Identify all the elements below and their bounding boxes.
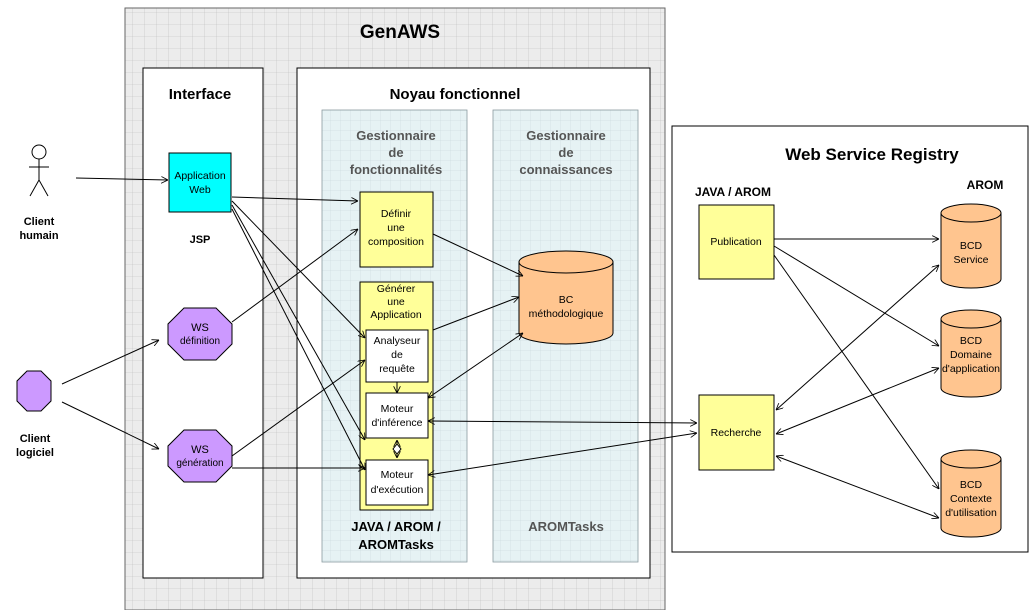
analyseur-line1: Analyseur (374, 335, 421, 347)
registry-java-arom: JAVA / AROM (695, 185, 771, 199)
link-diamond-icon (392, 443, 402, 455)
interface-title: Interface (169, 86, 232, 103)
bcd-contexte-line3: d'utilisation (945, 507, 997, 519)
generer-line1: Générer (377, 283, 416, 295)
appweb-to-analyseur-arrow (231, 200, 365, 338)
ws-generation-line2: génération (176, 458, 223, 469)
gest-fonc-line1: Gestionnaire (356, 128, 435, 143)
recherche-label: Recherche (711, 427, 762, 439)
bc-line1: BC (559, 294, 574, 306)
logiciel-to-wsgen-arrow (61, 401, 159, 449)
wsgen-to-analyseur-arrow (231, 360, 365, 457)
registry-title: Web Service Registry (785, 145, 959, 164)
genaws-title: GenAWS (360, 22, 440, 43)
registry-arom: AROM (967, 178, 1004, 192)
bcd-contexte-line2: Contexte (950, 493, 992, 505)
moteur-execution-box (365, 459, 429, 506)
app-web-line1: Application (174, 170, 226, 182)
definir-line2: une (387, 222, 405, 234)
generer-line3: Application (370, 309, 422, 321)
moteur-inf-line1: Moteur (381, 403, 414, 415)
gest-fonc-line2: de (388, 145, 403, 160)
inference-bc-link (428, 333, 523, 398)
noyau-title: Noyau fonctionnel (390, 86, 521, 103)
gest-conn-line3: connaissances (519, 162, 612, 177)
bcd-contexte-line1: BCD (960, 479, 983, 491)
tech-fonc-line1: JAVA / AROM / (351, 519, 441, 534)
ws-generation-octagon (167, 429, 233, 483)
tech-fonc-line2: AROMTasks (358, 537, 434, 552)
client-logiciel-line2: logiciel (16, 447, 54, 459)
execution-recherche-link (428, 433, 697, 475)
bcd-domaine-line1: BCD (960, 335, 983, 347)
recherche-contexte-link (776, 456, 939, 518)
bcd-domaine-cylinder (940, 309, 1002, 398)
definir-line3: composition (368, 236, 424, 248)
ws-definition-line2: définition (180, 336, 220, 347)
bcd-domaine-line2: Domaine (950, 349, 992, 361)
inference-recherche-link (428, 421, 697, 423)
appweb-to-execution-arrow (231, 208, 366, 470)
client-humain-line2: humain (19, 230, 58, 242)
definir-line1: Définir (381, 208, 412, 220)
moteur-inference-box (365, 392, 429, 439)
bc-methodologique-cylinder (518, 250, 614, 345)
recherche-domaine-link (776, 368, 939, 434)
humain-to-appweb-arrow (75, 178, 168, 180)
bc-line2: méthodologique (529, 308, 604, 320)
gest-fonc-line3: fonctionnalités (350, 162, 442, 177)
gest-conn-line1: Gestionnaire (526, 128, 605, 143)
generer-line2: une (387, 296, 405, 308)
bcd-contexte-cylinder (940, 449, 1002, 538)
bcd-service-line1: BCD (960, 240, 983, 252)
analyseur-requete-box (365, 329, 429, 383)
client-logiciel-octagon-icon (16, 370, 52, 412)
bcd-domaine-line3: d'application (942, 363, 1000, 375)
gest-conn-line2: de (558, 145, 573, 160)
analyseur-line3: requête (379, 363, 415, 375)
client-humain-line1: Client (24, 216, 55, 228)
client-logiciel-line1: Client (20, 433, 51, 445)
definir-composition-box (359, 191, 434, 268)
tech-conn: AROMTasks (528, 519, 604, 534)
logiciel-to-wsdef-arrow (61, 340, 159, 385)
stick-figure-icon (29, 144, 49, 197)
connectors (61, 178, 939, 518)
jsp-label: JSP (190, 234, 211, 246)
moteur-inf-line2: d'inférence (371, 417, 422, 429)
moteur-exec-line1: Moteur (381, 469, 414, 481)
ws-definition-line1: WS (191, 322, 209, 334)
bcd-service-line2: Service (953, 254, 988, 266)
wsdef-to-definir-arrow (231, 229, 358, 323)
appweb-to-definir-arrow (231, 196, 358, 201)
bcd-service-cylinder (940, 203, 1002, 289)
generer-to-bc-arrow (432, 297, 519, 331)
analyseur-line2: de (391, 349, 403, 361)
ws-generation-line1: WS (191, 444, 209, 456)
appweb-to-inference-arrow (231, 204, 365, 440)
definir-to-bc-arrow (432, 233, 523, 276)
publication-box (698, 204, 775, 280)
ws-definition-octagon (167, 307, 233, 361)
application-web-box (168, 152, 232, 213)
moteur-exec-line2: d'exécution (371, 484, 424, 496)
recherche-box (698, 394, 775, 471)
publication-label: Publication (710, 236, 762, 248)
app-web-line2: Web (189, 184, 211, 196)
